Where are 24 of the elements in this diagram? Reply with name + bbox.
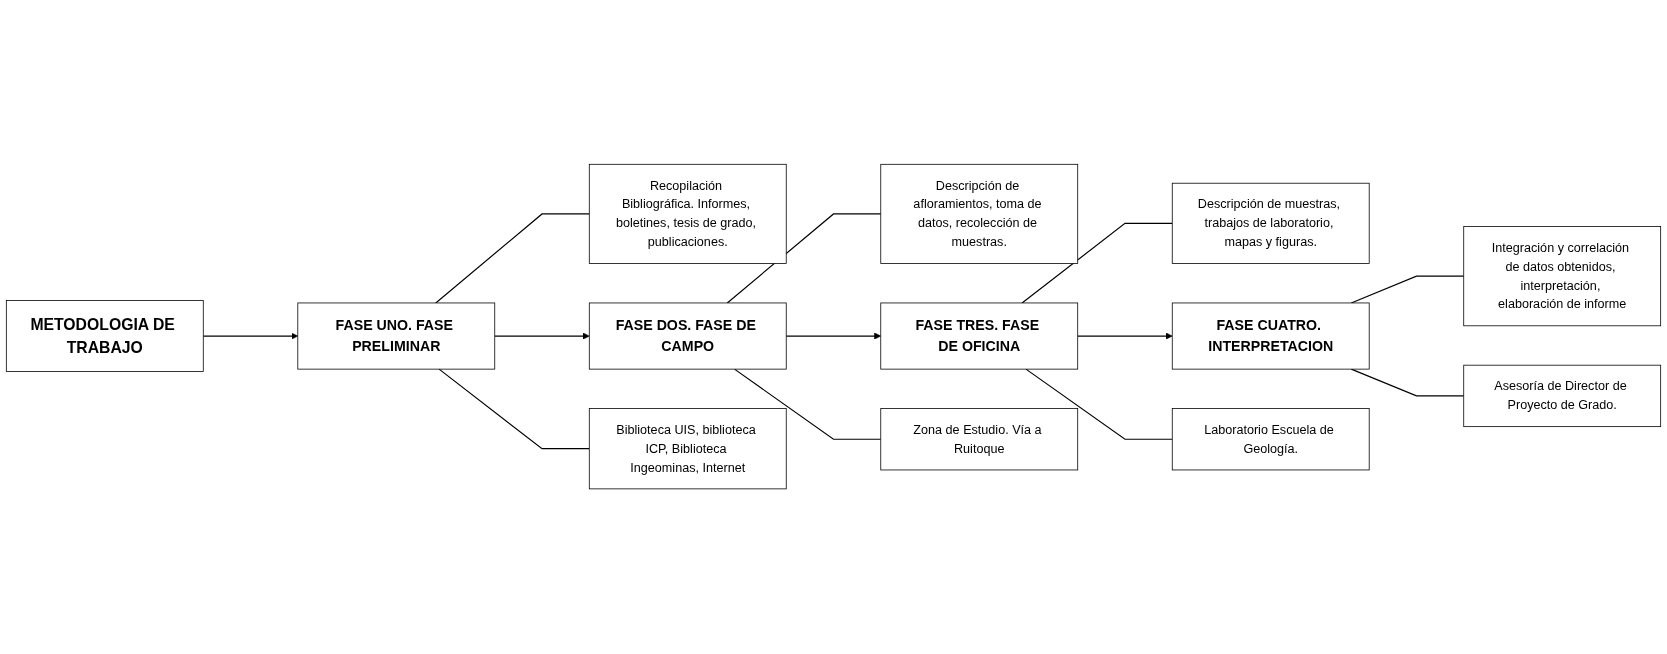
node-box: Zona de Estudio. Vía a Ruitoque <box>880 408 1079 471</box>
arrow <box>1077 333 1173 340</box>
node-box: METODOLOGIA DE TRABAJO <box>5 300 204 373</box>
connector <box>1350 276 1465 304</box>
node-box: Laboratorio Escuela de Geología. <box>1171 408 1370 471</box>
connector <box>733 368 882 441</box>
connector <box>435 213 590 304</box>
connector <box>1025 368 1173 441</box>
node-box: FASE CUATRO. INTERPRETACION <box>1171 302 1370 370</box>
connector <box>1021 223 1173 304</box>
connector <box>438 368 590 450</box>
node-box: Recopilación Bibliográfica. Informes, boletines, tesis de grado, publicaciones. <box>588 164 787 265</box>
arrow <box>494 333 590 340</box>
node-box: FASE TRES. FASE DE OFICINA <box>880 302 1079 370</box>
node-box: Asesoría de Director de Proyecto de Grado. <box>1463 365 1662 428</box>
node-box: FASE UNO. FASE PRELIMINAR <box>297 302 496 370</box>
arrow <box>785 333 882 340</box>
node-box: Biblioteca UIS, biblioteca ICP, Biblioteca Ingeominas, Internet <box>588 408 787 490</box>
node-box: FASE DOS. FASE DE CAMPO <box>588 302 787 370</box>
connector <box>726 213 882 304</box>
node-box: Descripción de muestras, trabajos de laboratorio, mapas y figuras. <box>1171 183 1370 265</box>
node-box: Integración y correlación de datos obtenidos, interpretación, elaboración de informe <box>1463 226 1662 327</box>
arrow <box>202 333 299 340</box>
node-box: Descripción de afloramientos, toma de datos, recolección de muestras. <box>880 164 1079 265</box>
